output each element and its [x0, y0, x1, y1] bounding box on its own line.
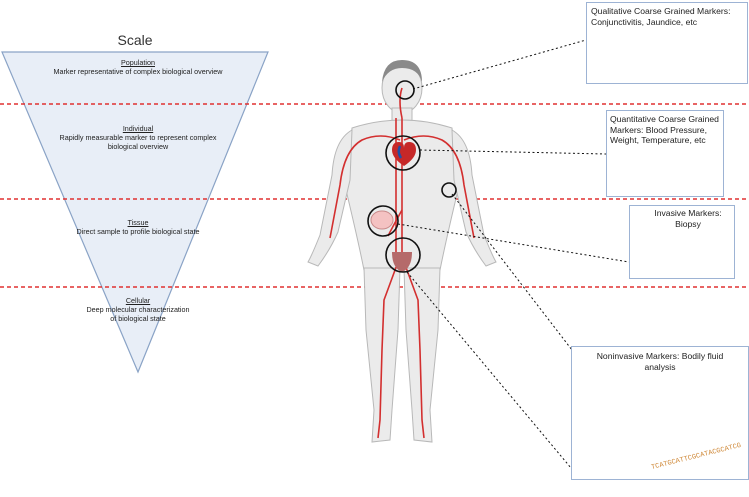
panel-qualitative: Qualitative Coarse Grained Markers: Conj… — [586, 2, 748, 84]
panel-invasive: Invasive Markers: Biopsy — [629, 205, 735, 279]
connector-noninvasive — [406, 271, 572, 469]
level-description: Direct sample to profile biological stat… — [76, 227, 200, 236]
panel-invasive-label: Invasive Markers: Biopsy — [654, 208, 722, 229]
level-cellular: Cellular Deep molecular characterization… — [86, 296, 190, 323]
level-description: Rapidly measurable marker to represent c… — [59, 133, 217, 151]
kidney-icon — [370, 210, 394, 230]
panel-qualitative-label: Qualitative Coarse Grained Markers: Conj… — [591, 6, 731, 27]
connector-wrist — [451, 193, 573, 351]
wrist-highlight-circle — [441, 182, 457, 198]
hair-shape — [382, 60, 422, 82]
right-arm-shape — [451, 129, 497, 267]
connector-lines — [397, 39, 630, 469]
diagram-canvas — [0, 39, 749, 470]
left-arm-shape — [307, 129, 353, 267]
level-title: Tissue — [127, 218, 149, 227]
level-tissue: Tissue Direct sample to profile biologic… — [68, 218, 208, 236]
right-leg-shape — [403, 267, 441, 443]
level-individual: Individual Rapidly measurable marker to … — [50, 124, 226, 151]
eye-highlight-circle — [395, 80, 415, 100]
dna-sequence-text: TCATGCATTCGCATACGCATCG — [650, 442, 743, 473]
level-description: Marker representative of complex biologi… — [53, 67, 223, 76]
panel-quantitative-label: Quantitative Coarse Grained Markers: Blo… — [610, 114, 719, 145]
connector-qualitative — [412, 39, 587, 90]
scale-title: Scale — [117, 32, 153, 48]
connector-invasive — [397, 223, 630, 263]
heart-icon — [392, 142, 416, 166]
panel-noninvasive: Noninvasive Markers: Bodily fluid analys… — [571, 346, 749, 480]
chest-highlight-circle — [385, 135, 421, 171]
panel-noninvasive-label: Noninvasive Markers: Bodily fluid analys… — [596, 351, 724, 372]
tissue-highlight-circle — [367, 205, 399, 237]
level-population: Population Marker representative of comp… — [38, 58, 238, 76]
level-title: Cellular — [125, 296, 151, 305]
level-title: Individual — [122, 124, 154, 133]
human-figure — [307, 60, 497, 443]
scale-triangle — [1, 51, 269, 374]
bladder-icon — [392, 252, 412, 272]
level-title: Population — [121, 58, 155, 67]
panel-quantitative: Quantitative Coarse Grained Markers: Blo… — [606, 110, 724, 197]
level-description: Deep molecular characterization of biolo… — [86, 305, 190, 323]
bladder-highlight-circle — [385, 237, 421, 273]
